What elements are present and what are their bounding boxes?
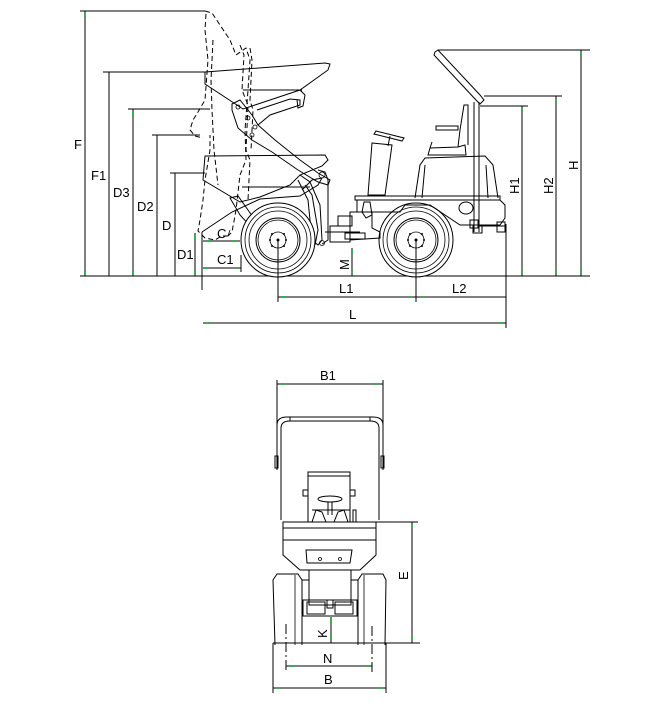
right-tire-front bbox=[357, 573, 387, 646]
dim-label-D2: D2 bbox=[137, 199, 154, 214]
dim-label-N: N bbox=[323, 651, 332, 666]
dim-label-F1: F1 bbox=[91, 168, 106, 183]
chassis-front bbox=[302, 569, 358, 617]
left-tire-front bbox=[272, 573, 303, 646]
raised-arm-dashed bbox=[189, 10, 254, 241]
ground-clearance-dimension bbox=[351, 248, 353, 276]
n-dimension bbox=[285, 624, 373, 672]
operator-area-front bbox=[302, 471, 357, 523]
dim-label-H2: H2 bbox=[541, 177, 556, 194]
steering-column bbox=[367, 130, 405, 196]
chassis bbox=[325, 195, 506, 243]
b-dimension bbox=[272, 643, 387, 693]
dim-label-F: F bbox=[74, 137, 82, 152]
side-view: F F1 D3 D2 D D1 C C1 bbox=[74, 10, 590, 328]
height-dimension-lines bbox=[80, 10, 210, 290]
dim-label-L: L bbox=[349, 307, 356, 322]
dim-label-B: B bbox=[324, 672, 333, 687]
reach-dimension-lines bbox=[203, 240, 242, 272]
b1-dimension bbox=[276, 380, 384, 470]
dim-label-D3: D3 bbox=[113, 185, 130, 200]
dim-label-K: K bbox=[315, 629, 330, 638]
front-view: B1 bbox=[272, 368, 420, 693]
dim-label-C1: C1 bbox=[217, 252, 234, 267]
operator-seat bbox=[427, 104, 469, 156]
engine-hood bbox=[414, 155, 499, 199]
e-dimension bbox=[376, 521, 418, 643]
dim-label-D1: D1 bbox=[177, 247, 194, 262]
k-dimension bbox=[330, 617, 332, 643]
bucket-mid bbox=[202, 154, 329, 203]
bucket-front bbox=[282, 521, 377, 571]
dim-label-E: E bbox=[396, 571, 411, 580]
dim-label-C: C bbox=[217, 226, 226, 241]
length-dimension-lines bbox=[203, 224, 507, 328]
dim-label-B1: B1 bbox=[320, 368, 336, 383]
rops-canopy bbox=[433, 49, 485, 234]
right-height-dimension-lines bbox=[438, 49, 590, 276]
boom-struts bbox=[297, 169, 329, 246]
rops-frame-front bbox=[274, 416, 385, 520]
dim-label-L1: L1 bbox=[339, 281, 353, 296]
dim-label-H: H bbox=[566, 161, 581, 170]
dim-label-M: M bbox=[337, 259, 352, 270]
dim-label-D: D bbox=[162, 218, 171, 233]
dim-label-H1: H1 bbox=[507, 177, 522, 194]
dim-label-L2: L2 bbox=[452, 281, 466, 296]
bucket-raised bbox=[204, 62, 331, 110]
